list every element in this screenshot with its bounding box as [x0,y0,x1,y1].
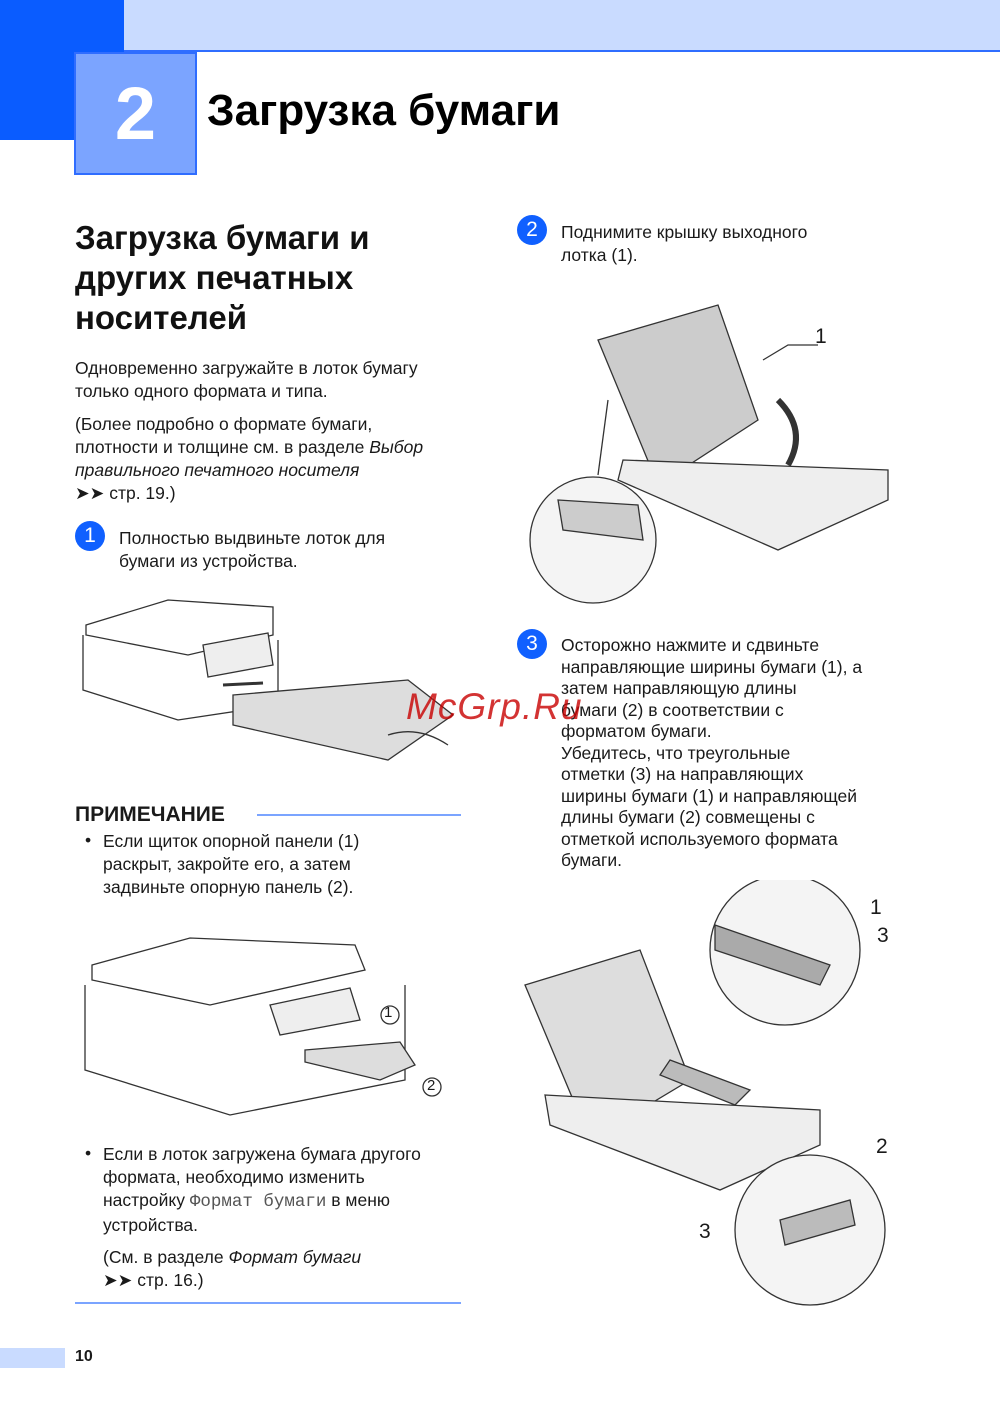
arrows-icon: ➤➤ [103,1270,133,1290]
see-reference: (См. в разделе Формат бумаги ➤➤ стр. 16.… [103,1246,361,1292]
ref-link-2[interactable]: правильного печатного носителя [75,460,360,480]
ref-prefix: (Более подробно о формате бумаги, плотно… [75,414,373,457]
fig2-label-1: 1 [815,325,827,348]
note-fig-label-2: 2 [427,1077,436,1094]
printer-tray-illustration [82,599,455,761]
step-2-text: Поднимите крышку выходного лотка (1). [561,222,808,265]
step-1-badge: 1 [75,521,105,551]
note-divider [257,814,461,816]
page-tab [0,1348,65,1368]
fig3-label-3a: 3 [877,924,889,947]
reference-text: (Более подробно о формате бумаги, плотно… [75,413,475,505]
page-number: 10 [75,1348,93,1365]
step-3-text: Осторожно нажмите и сдвиньте направляющи… [561,635,863,870]
output-tray-cover-illustration [529,304,889,604]
paper-guides-illustration [524,880,886,1306]
printer-support-panel-illustration [84,937,442,1116]
bullet-icon: • [85,1143,92,1163]
step-2-badge: 2 [517,215,547,245]
step-1-text: Полностью выдвиньте лоток для бумаги из … [119,528,386,571]
ref-page: стр. 19.) [109,483,176,503]
ref-link[interactable]: Выбор [369,437,424,457]
bullet-2-text-end: в меню устройства. [103,1190,390,1235]
fig3-label-2: 2 [876,1135,888,1158]
note-bullet-2: Если в лоток загружена бумага другого фо… [103,1143,421,1237]
header-band [124,0,1000,52]
step-3-badge: 3 [517,629,547,659]
note-fig-label-1: 1 [384,1004,393,1021]
see-page: стр. 16.) [137,1270,204,1290]
note-end-divider [75,1302,461,1304]
intro-text: Одновременно загружайте в лоток бумагу т… [75,358,418,401]
note-heading: ПРИМЕЧАНИЕ [75,803,225,826]
section-title: Загрузка бумаги и других печатных носите… [75,219,370,336]
arrows-icon: ➤➤ [75,483,105,503]
bullet-icon: • [85,830,92,850]
chapter-number: 2 [74,52,197,175]
see-prefix: (См. в разделе [103,1247,229,1267]
fig3-label-3b: 3 [699,1220,711,1243]
bullet-2-text: Если в лоток загружена бумага другого фо… [103,1144,421,1210]
note-bullet-1: Если щиток опорной панели (1) раскрыт, з… [103,831,360,897]
fig3-label-1: 1 [870,896,882,919]
chapter-title: Загрузка бумаги [207,86,561,135]
menu-setting-name: Формат бумаги [189,1192,327,1212]
see-link[interactable]: Формат бумаги [228,1247,362,1267]
watermark: McGrp.Ru [406,686,583,727]
